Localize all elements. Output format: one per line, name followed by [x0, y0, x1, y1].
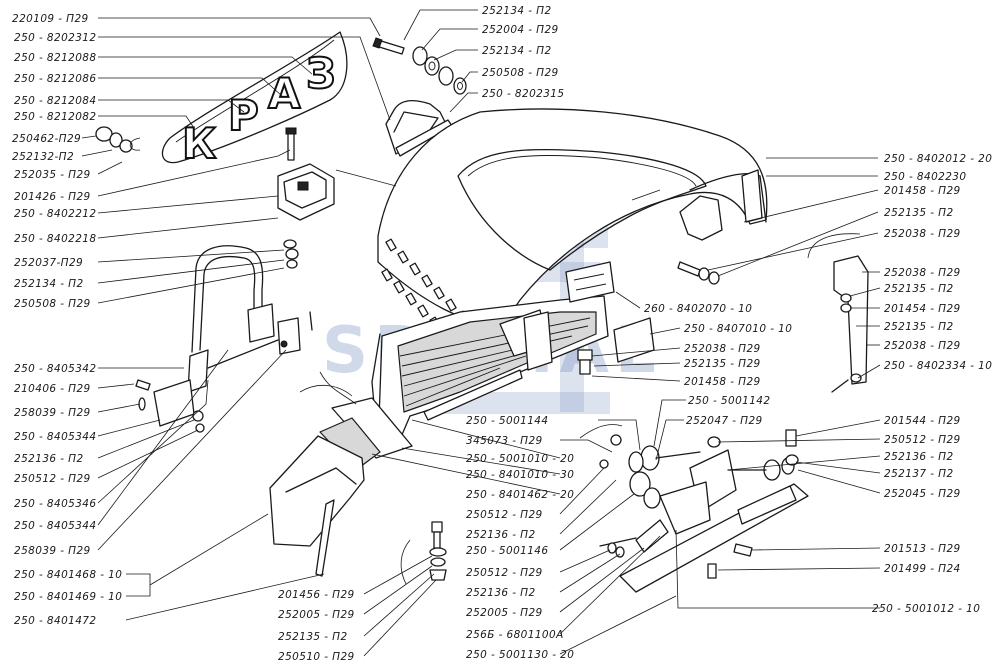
- part-label: 250508 - П29: [14, 298, 91, 310]
- part-label: 252035 - П29: [14, 169, 91, 181]
- part-label: 250512 - П29: [466, 509, 543, 521]
- part-label: 201456 - П29: [278, 589, 355, 601]
- part-label: 252038 - П29: [884, 267, 961, 279]
- part-label: 220109 - П29: [12, 13, 89, 25]
- part-label: 250 - 8401469 - 10: [14, 591, 122, 603]
- hood-stay-frame: [153, 245, 301, 427]
- assembly-arrows: [129, 137, 861, 585]
- part-label: 252004 - П29: [482, 24, 559, 36]
- labels-left-column: 220109 - П29 250 - 8202312 250 - 8212088…: [12, 13, 122, 627]
- part-label: 201458 - П29: [684, 376, 761, 388]
- part-label: 250 - 5001010 - 20: [466, 453, 574, 465]
- part-label: 250 - 8212084: [14, 95, 96, 107]
- part-label: 258039 - П29: [14, 545, 91, 557]
- part-label: 252135 - П29: [684, 358, 761, 370]
- part-label: 250 - 5001012 - 10: [872, 603, 980, 615]
- part-label: 252005 - П29: [466, 607, 543, 619]
- part-label: 250 - 8212086: [14, 73, 96, 85]
- logo-letter-2: Р: [228, 91, 259, 140]
- part-label: 252136 - П2: [466, 587, 536, 599]
- part-label: 252132-П2: [12, 151, 74, 163]
- part-label: 250 - 8405342: [14, 363, 96, 375]
- part-label: 201426 - П29: [14, 191, 91, 203]
- part-label: 250 - 8402230: [884, 171, 966, 183]
- part-label: 201458 - П29: [884, 185, 961, 197]
- top-fastener-stack: [372, 37, 467, 95]
- logo-letter-3: А: [268, 69, 301, 118]
- part-label: 250512 - П29: [466, 567, 543, 579]
- part-label: 201499 - П24: [884, 563, 961, 575]
- part-label: 250 - 8401010 - 30: [466, 469, 574, 481]
- labels-top-cluster: 252134 - П2 252004 - П29 252134 - П2 250…: [482, 5, 564, 100]
- part-label: 250 - 5001146: [466, 545, 548, 557]
- part-label: 252134 - П2: [482, 5, 552, 17]
- part-label: 260 - 8402070 - 10: [644, 303, 752, 315]
- part-label: 250 - 8402218: [14, 233, 96, 245]
- part-label: 250 - 8402012 - 20: [884, 153, 992, 165]
- part-label: 250 - 8402334 - 10: [884, 360, 992, 372]
- part-label: 252135 - П2: [278, 631, 348, 643]
- part-label: 250 - 8212082: [14, 111, 96, 123]
- part-label: 250510 - П29: [278, 651, 355, 663]
- part-label: 252038 - П29: [884, 340, 961, 352]
- part-label: 250 - 5001142: [688, 395, 770, 407]
- leader-lines: [81, 9, 881, 657]
- part-label: 201454 - П29: [884, 303, 961, 315]
- part-label: 252136 - П2: [884, 451, 954, 463]
- part-label: 256Б - 6801100А: [466, 629, 564, 641]
- part-label: 250 - 5001130 - 20: [466, 649, 574, 661]
- part-label: 250 - 8401462 - 20: [466, 489, 574, 501]
- part-label: 250 - 8202312: [14, 32, 96, 44]
- part-label: 252005 - П29: [278, 609, 355, 621]
- part-label: 252038 - П29: [884, 228, 961, 240]
- part-label: 250 - 8407010 - 10: [684, 323, 792, 335]
- part-label: 250 - 8212088: [14, 52, 96, 64]
- labels-center: 260 - 8402070 - 10 250 - 8407010 - 10 25…: [466, 303, 792, 661]
- part-label: 252047 - П29: [686, 415, 763, 427]
- part-label: 250512 - П29: [14, 473, 91, 485]
- part-label: 252136 - П2: [466, 529, 536, 541]
- cab-mount-assembly: [599, 429, 809, 593]
- labels-bottom: 201456 - П29 252005 - П29 252135 - П2 25…: [278, 589, 355, 663]
- bottom-bolt-stack: [429, 521, 447, 581]
- part-label: 201513 - П29: [884, 543, 961, 555]
- part-label: 258039 - П29: [14, 407, 91, 419]
- part-label: 252037-П29: [14, 257, 83, 269]
- part-label: 250512 - П29: [884, 434, 961, 446]
- part-label: 250 - 8405344: [14, 431, 96, 443]
- part-label: 210406 - П29: [14, 383, 91, 395]
- part-label: 201544 - П29: [884, 415, 961, 427]
- part-label: 250 - 8401468 - 10: [14, 569, 122, 581]
- front-fender-panel: [269, 397, 413, 577]
- logo-letter-4: З: [306, 49, 336, 98]
- part-label: 252134 - П2: [482, 45, 552, 57]
- part-label: 252135 - П2: [884, 283, 954, 295]
- part-label: 252135 - П2: [884, 207, 954, 219]
- part-label: 250508 - П29: [482, 67, 559, 79]
- left-small-fasteners: [95, 126, 313, 433]
- part-label: 252134 - П2: [14, 278, 84, 290]
- part-label: 250 - 8202315: [482, 88, 564, 100]
- part-label: 250 - 5001144: [466, 415, 548, 427]
- part-label: 250 - 8405346: [14, 498, 96, 510]
- labels-right-column: 250 - 8402012 - 20 250 - 8402230 201458 …: [872, 153, 992, 615]
- left-hood-bracket: [277, 127, 335, 221]
- part-label: 250 - 8402212: [14, 208, 96, 220]
- part-label: 250462-П29: [12, 133, 81, 145]
- part-label: 252136 - П2: [14, 453, 84, 465]
- part-label: 252045 - П29: [884, 488, 961, 500]
- part-label: 252137 - П2: [884, 468, 954, 480]
- part-label: 250 - 8405344: [14, 520, 96, 532]
- logo-letter-1: К: [182, 119, 216, 168]
- part-label: 345073 - П29: [466, 435, 543, 447]
- part-label: 252135 - П2: [884, 321, 954, 333]
- part-label: 250 - 8401472: [14, 615, 96, 627]
- part-label: 252038 - П29: [684, 343, 761, 355]
